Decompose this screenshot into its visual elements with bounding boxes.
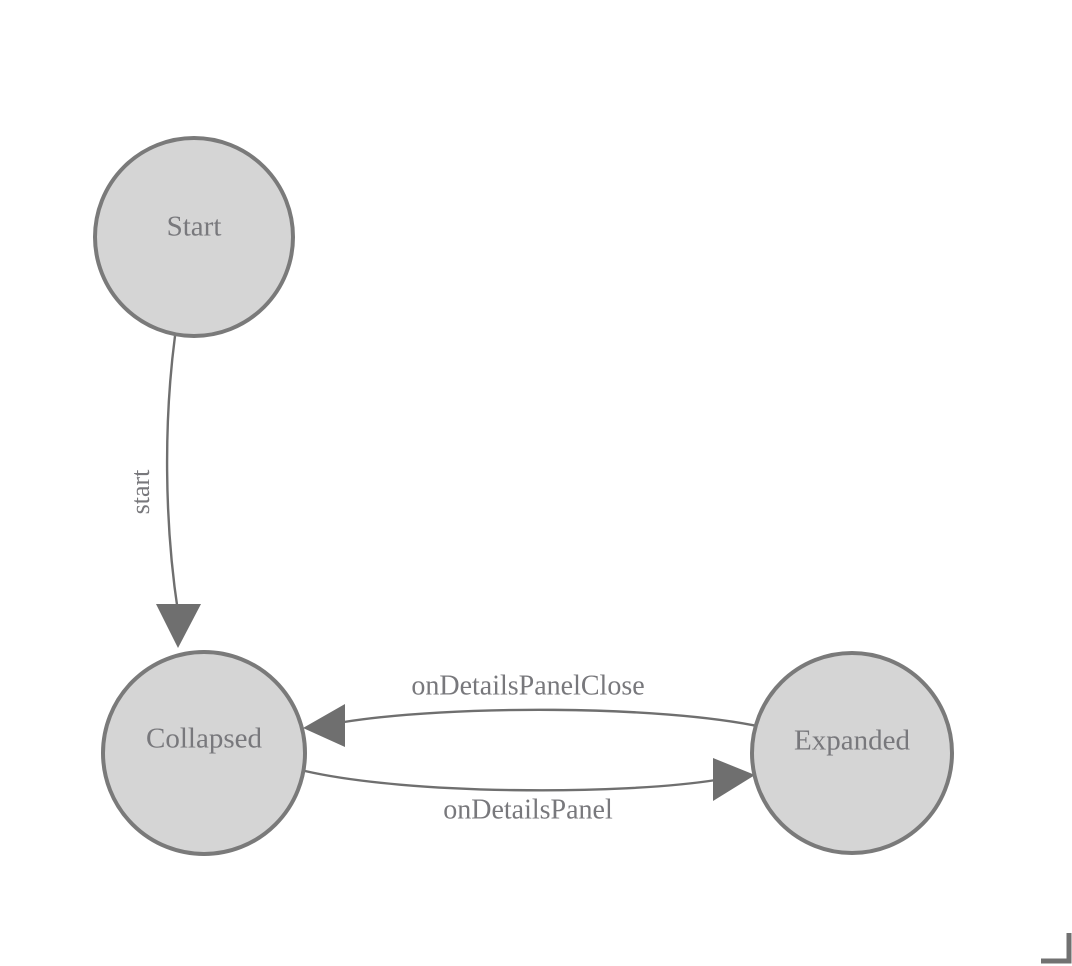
node-collapsed[interactable]: Collapsed [101,650,307,856]
edge-path-start-to-collapsed [165,335,180,613]
edge-label-start: start [126,469,155,515]
node-start-label: Start [167,211,222,243]
arrow-head-right-icon [713,758,755,801]
node-collapsed-shape [101,650,307,856]
node-start-shape [93,136,295,338]
node-start[interactable]: Start [93,136,295,338]
node-expanded-shape [750,651,954,855]
edge-path-collapsed-to-expanded [304,769,717,792]
edge-path-expanded-to-collapsed [343,708,763,729]
arrow-head-down-icon [156,604,201,648]
edge-collapsed-to-expanded[interactable]: onDetailsPanel [304,758,755,825]
edge-start-to-collapsed[interactable]: start [126,335,201,648]
node-expanded-label: Expanded [794,725,910,757]
node-expanded[interactable]: Expanded [750,651,954,855]
page-corner-mark [1041,933,1072,964]
edge-label-on-details-panel: onDetailsPanel [443,794,613,825]
arrow-head-left-icon [303,704,345,747]
edge-label-on-details-panel-close: onDetailsPanelClose [411,670,644,701]
node-collapsed-label: Collapsed [146,723,262,755]
edge-expanded-to-collapsed[interactable]: onDetailsPanelClose [303,670,763,747]
